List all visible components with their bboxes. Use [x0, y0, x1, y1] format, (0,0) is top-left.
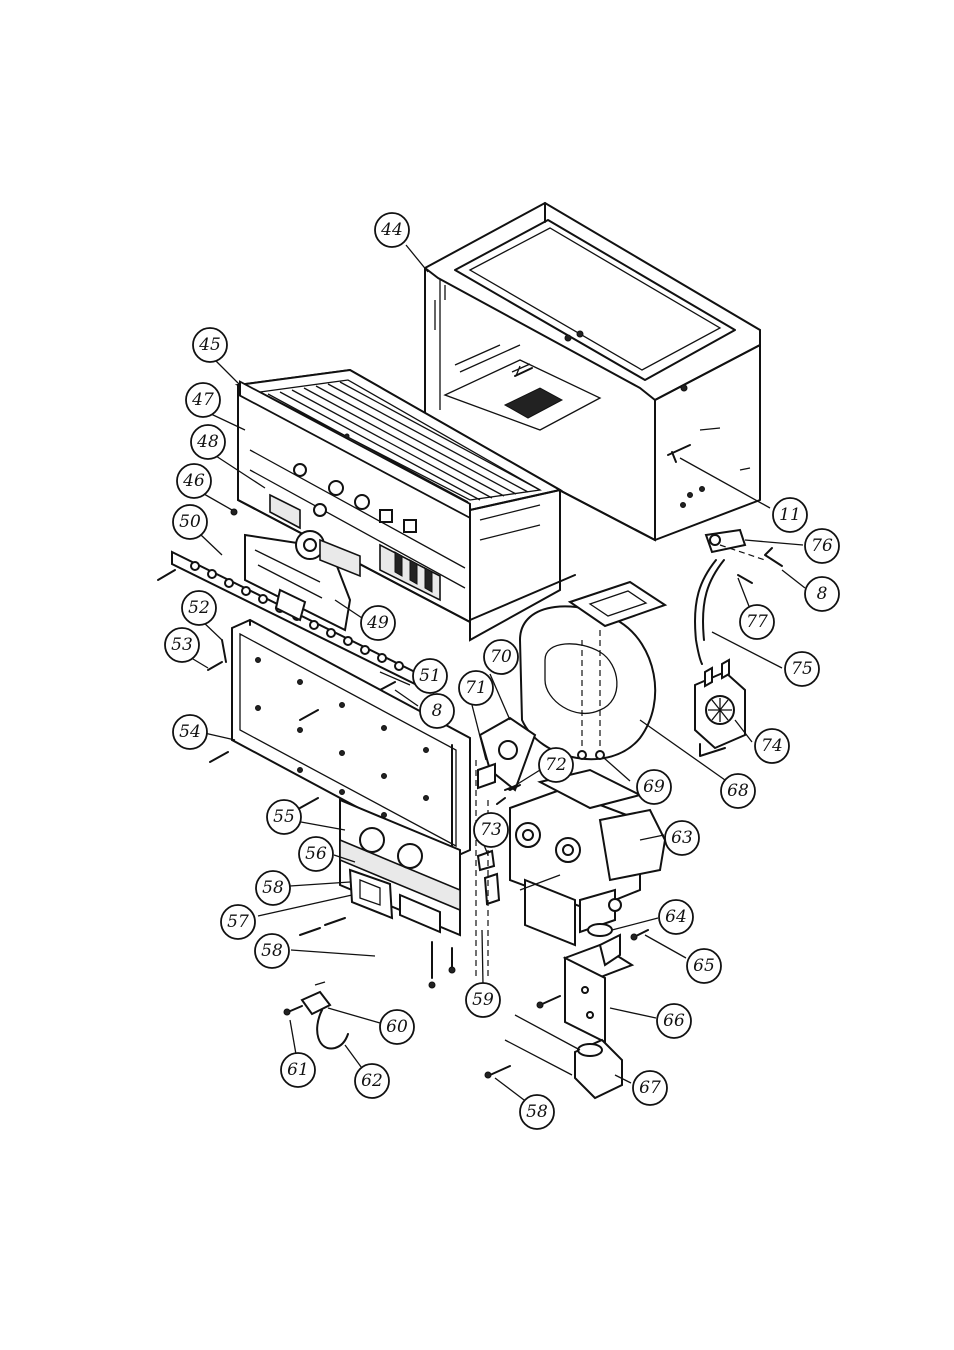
callout-73: 73 [474, 813, 508, 847]
svg-text:11: 11 [779, 505, 801, 525]
callout-64: 64 [659, 900, 693, 934]
svg-text:44: 44 [380, 220, 403, 240]
svg-text:62: 62 [361, 1071, 383, 1091]
svg-text:54: 54 [179, 722, 201, 742]
callout-46: 46 [177, 464, 211, 498]
svg-text:58: 58 [261, 941, 283, 961]
svg-text:75: 75 [791, 659, 813, 679]
svg-text:65: 65 [693, 956, 715, 976]
callout-54: 54 [173, 715, 207, 749]
callout-74: 74 [755, 729, 789, 763]
svg-text:58: 58 [526, 1102, 548, 1122]
callout-70: 70 [484, 640, 518, 674]
svg-text:67: 67 [639, 1078, 661, 1098]
svg-text:59: 59 [472, 990, 494, 1010]
svg-text:58: 58 [262, 878, 284, 898]
callout-71: 71 [459, 671, 493, 705]
callout-58-upper: 58 [256, 871, 290, 905]
svg-text:73: 73 [480, 820, 502, 840]
svg-text:61: 61 [287, 1060, 309, 1080]
svg-text:64: 64 [665, 907, 687, 927]
svg-text:57: 57 [227, 912, 249, 932]
callout-48: 48 [191, 425, 225, 459]
callout-75: 75 [785, 652, 819, 686]
svg-text:53: 53 [171, 635, 193, 655]
svg-text:47: 47 [191, 390, 214, 410]
callout-51: 51 [413, 659, 447, 693]
blower-fan [520, 582, 665, 759]
svg-text:8: 8 [432, 701, 443, 721]
callout-67: 67 [633, 1071, 667, 1105]
callout-50: 50 [173, 505, 207, 539]
svg-text:74: 74 [761, 736, 783, 756]
callout-66: 66 [657, 1004, 691, 1038]
callout-57: 57 [221, 905, 255, 939]
svg-text:70: 70 [490, 647, 512, 667]
pressure-switch [695, 530, 782, 756]
svg-text:60: 60 [386, 1017, 408, 1037]
callout-53: 53 [165, 628, 199, 662]
svg-text:50: 50 [179, 512, 201, 532]
svg-text:77: 77 [746, 612, 768, 632]
svg-text:45: 45 [198, 335, 221, 355]
callout-47: 47 [186, 383, 220, 417]
svg-text:72: 72 [545, 755, 567, 775]
svg-text:52: 52 [188, 598, 210, 618]
callout-8-right: 8 [805, 577, 839, 611]
callout-58-lower: 58 [520, 1095, 554, 1129]
callout-11: 11 [773, 498, 807, 532]
callout-8-left: 8 [420, 694, 454, 728]
svg-text:56: 56 [305, 844, 327, 864]
callout-52: 52 [182, 591, 216, 625]
callout-63: 63 [665, 821, 699, 855]
svg-text:51: 51 [419, 666, 441, 686]
callout-76: 76 [805, 529, 839, 563]
svg-text:8: 8 [817, 584, 828, 604]
callout-68: 68 [721, 774, 755, 808]
callout-62: 62 [355, 1064, 389, 1098]
callout-72: 72 [539, 748, 573, 782]
svg-text:46: 46 [182, 471, 205, 491]
svg-text:66: 66 [663, 1011, 685, 1031]
callout-60: 60 [380, 1010, 414, 1044]
callout-59: 59 [466, 983, 500, 1017]
svg-text:69: 69 [643, 777, 665, 797]
svg-text:63: 63 [671, 828, 693, 848]
callout-69: 69 [637, 770, 671, 804]
callout-65: 65 [687, 949, 721, 983]
callout-56: 56 [299, 837, 333, 871]
callout-61: 61 [281, 1053, 315, 1087]
callout-44: 44 [375, 213, 409, 247]
callout-45: 45 [193, 328, 227, 362]
callout-55: 55 [267, 800, 301, 834]
svg-text:76: 76 [811, 536, 833, 556]
callout-77: 77 [740, 605, 774, 639]
callout-49: 49 [361, 606, 395, 640]
svg-text:55: 55 [273, 807, 295, 827]
callout-58-middle: 58 [255, 934, 289, 968]
svg-text:71: 71 [465, 678, 487, 698]
svg-text:48: 48 [196, 432, 219, 452]
svg-text:49: 49 [366, 613, 389, 633]
svg-text:68: 68 [727, 781, 749, 801]
